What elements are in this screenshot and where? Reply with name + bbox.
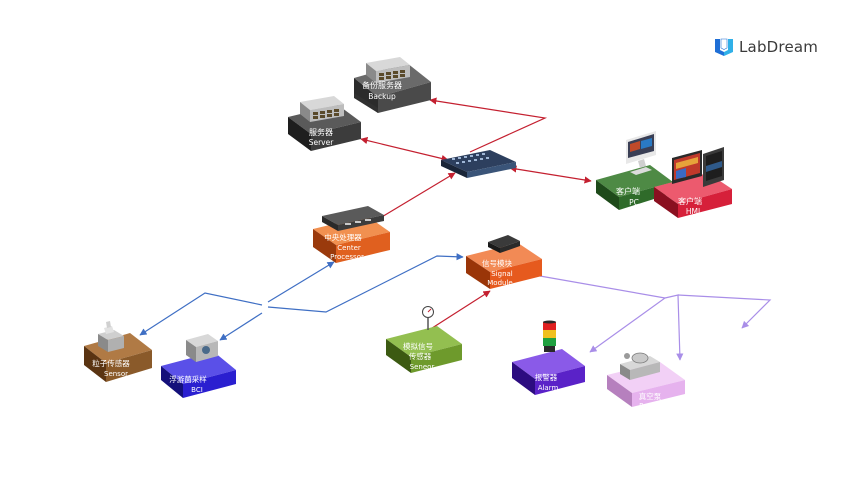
link-center-switch: [379, 172, 456, 219]
node-particle-en: Sensor: [104, 370, 128, 378]
link-switch-backup: [429, 97, 548, 153]
node-backup[interactable]: 备份服务器 Backup: [354, 57, 431, 113]
node-analog-en: Seneor: [410, 363, 435, 371]
node-hmi-zh: 客户端: [678, 196, 702, 206]
link-signal-pump-far: [677, 294, 772, 329]
node-analog-zh1: 模拟信号: [403, 341, 433, 351]
node-server-zh: 服务器: [309, 127, 333, 137]
link-hub-particle: [139, 292, 263, 336]
node-bci-zh: 浮游菌采样: [169, 374, 207, 384]
alarm-tower-icon: [543, 320, 556, 352]
node-bci[interactable]: 浮游菌采样 BCI: [161, 334, 236, 398]
node-pump-face: [632, 380, 685, 407]
link-analog-signal: [428, 290, 491, 331]
signal-module-icon: [488, 235, 520, 253]
bus-links: [139, 253, 464, 341]
node-center-en1: Center: [337, 244, 361, 252]
node-signal-zh: 信号模块: [482, 258, 512, 268]
node-center[interactable]: 中央处理器 Center Processor: [313, 206, 390, 263]
output-links: [539, 275, 772, 361]
node-server[interactable]: 服务器 Server: [288, 96, 361, 151]
link-hub-bci: [219, 312, 263, 341]
server-rack-icon: [300, 96, 344, 122]
node-analog[interactable]: 模拟信号 传感器 Seneor: [386, 306, 462, 374]
node-hmi[interactable]: 客户端 HMI: [654, 147, 732, 218]
link-signal-pump: [664, 294, 684, 361]
server-rack-icon: [366, 57, 410, 83]
node-signal[interactable]: 信号模块 Signal Module: [466, 235, 542, 289]
node-signal-en2: Module: [487, 279, 512, 287]
node-particle-zh: 粒子传感器: [92, 358, 130, 368]
node-particle-face: [106, 350, 152, 382]
hmi-panel-icon: [672, 147, 724, 187]
node-backup-en: Backup: [368, 92, 396, 101]
node-server-en: Server: [309, 138, 335, 147]
pressure-gauge-icon: [422, 306, 434, 330]
node-server-face: [311, 122, 361, 151]
brand-name: LabDream: [739, 38, 819, 56]
link-switch-server: [360, 137, 449, 162]
node-bci-face: [183, 370, 236, 398]
node-alarm-zh: 报警器: [535, 372, 558, 382]
node-center-face: [336, 232, 390, 263]
desktop-pc-icon: [626, 131, 656, 175]
link-signal-alarm: [539, 275, 667, 353]
node-center-zh: 中央处理器: [324, 232, 362, 242]
node-backup-zh: 备份服务器: [362, 80, 402, 90]
link-hub-signal: [267, 253, 464, 313]
node-alarm-en: Alarm: [538, 384, 559, 392]
node-pc-zh: 客户端: [616, 186, 640, 196]
node-analog-zh2: 传感器: [409, 351, 432, 361]
labdream-logo-icon: [715, 38, 733, 56]
link-switch-pc: [509, 165, 592, 184]
particle-sensor-icon: [98, 321, 124, 352]
ethernet-links: [360, 97, 592, 331]
brand-logo: LabDream: [713, 36, 818, 58]
node-analog-face: [411, 344, 462, 373]
node-signal-en1: Signal: [491, 270, 513, 278]
vacuum-pump-icon: [620, 352, 660, 380]
node-backup-face: [378, 82, 431, 113]
processor-unit-icon: [322, 206, 384, 231]
node-pump-zh: 真空泵: [639, 391, 662, 401]
node-pc-en: PC: [629, 198, 639, 207]
node-bci-en: BCI: [191, 386, 203, 394]
node-particle[interactable]: 粒子传感器 Sensor: [84, 321, 152, 382]
node-hmi-face: [678, 189, 732, 218]
node-alarm-face: [535, 366, 585, 395]
network-switch-icon[interactable]: [441, 150, 516, 178]
link-hub-center: [267, 261, 335, 303]
bacteria-sampler-icon: [186, 334, 218, 362]
node-alarm[interactable]: 报警器 Alarm: [512, 320, 585, 396]
node-signal-face: [490, 259, 542, 289]
node-pump[interactable]: 真空泵 Pump: [607, 352, 685, 410]
node-hmi-en: HMI: [686, 207, 700, 216]
node-center-en2: Processor: [330, 253, 364, 261]
node-pump-en: Pump: [639, 402, 659, 410]
